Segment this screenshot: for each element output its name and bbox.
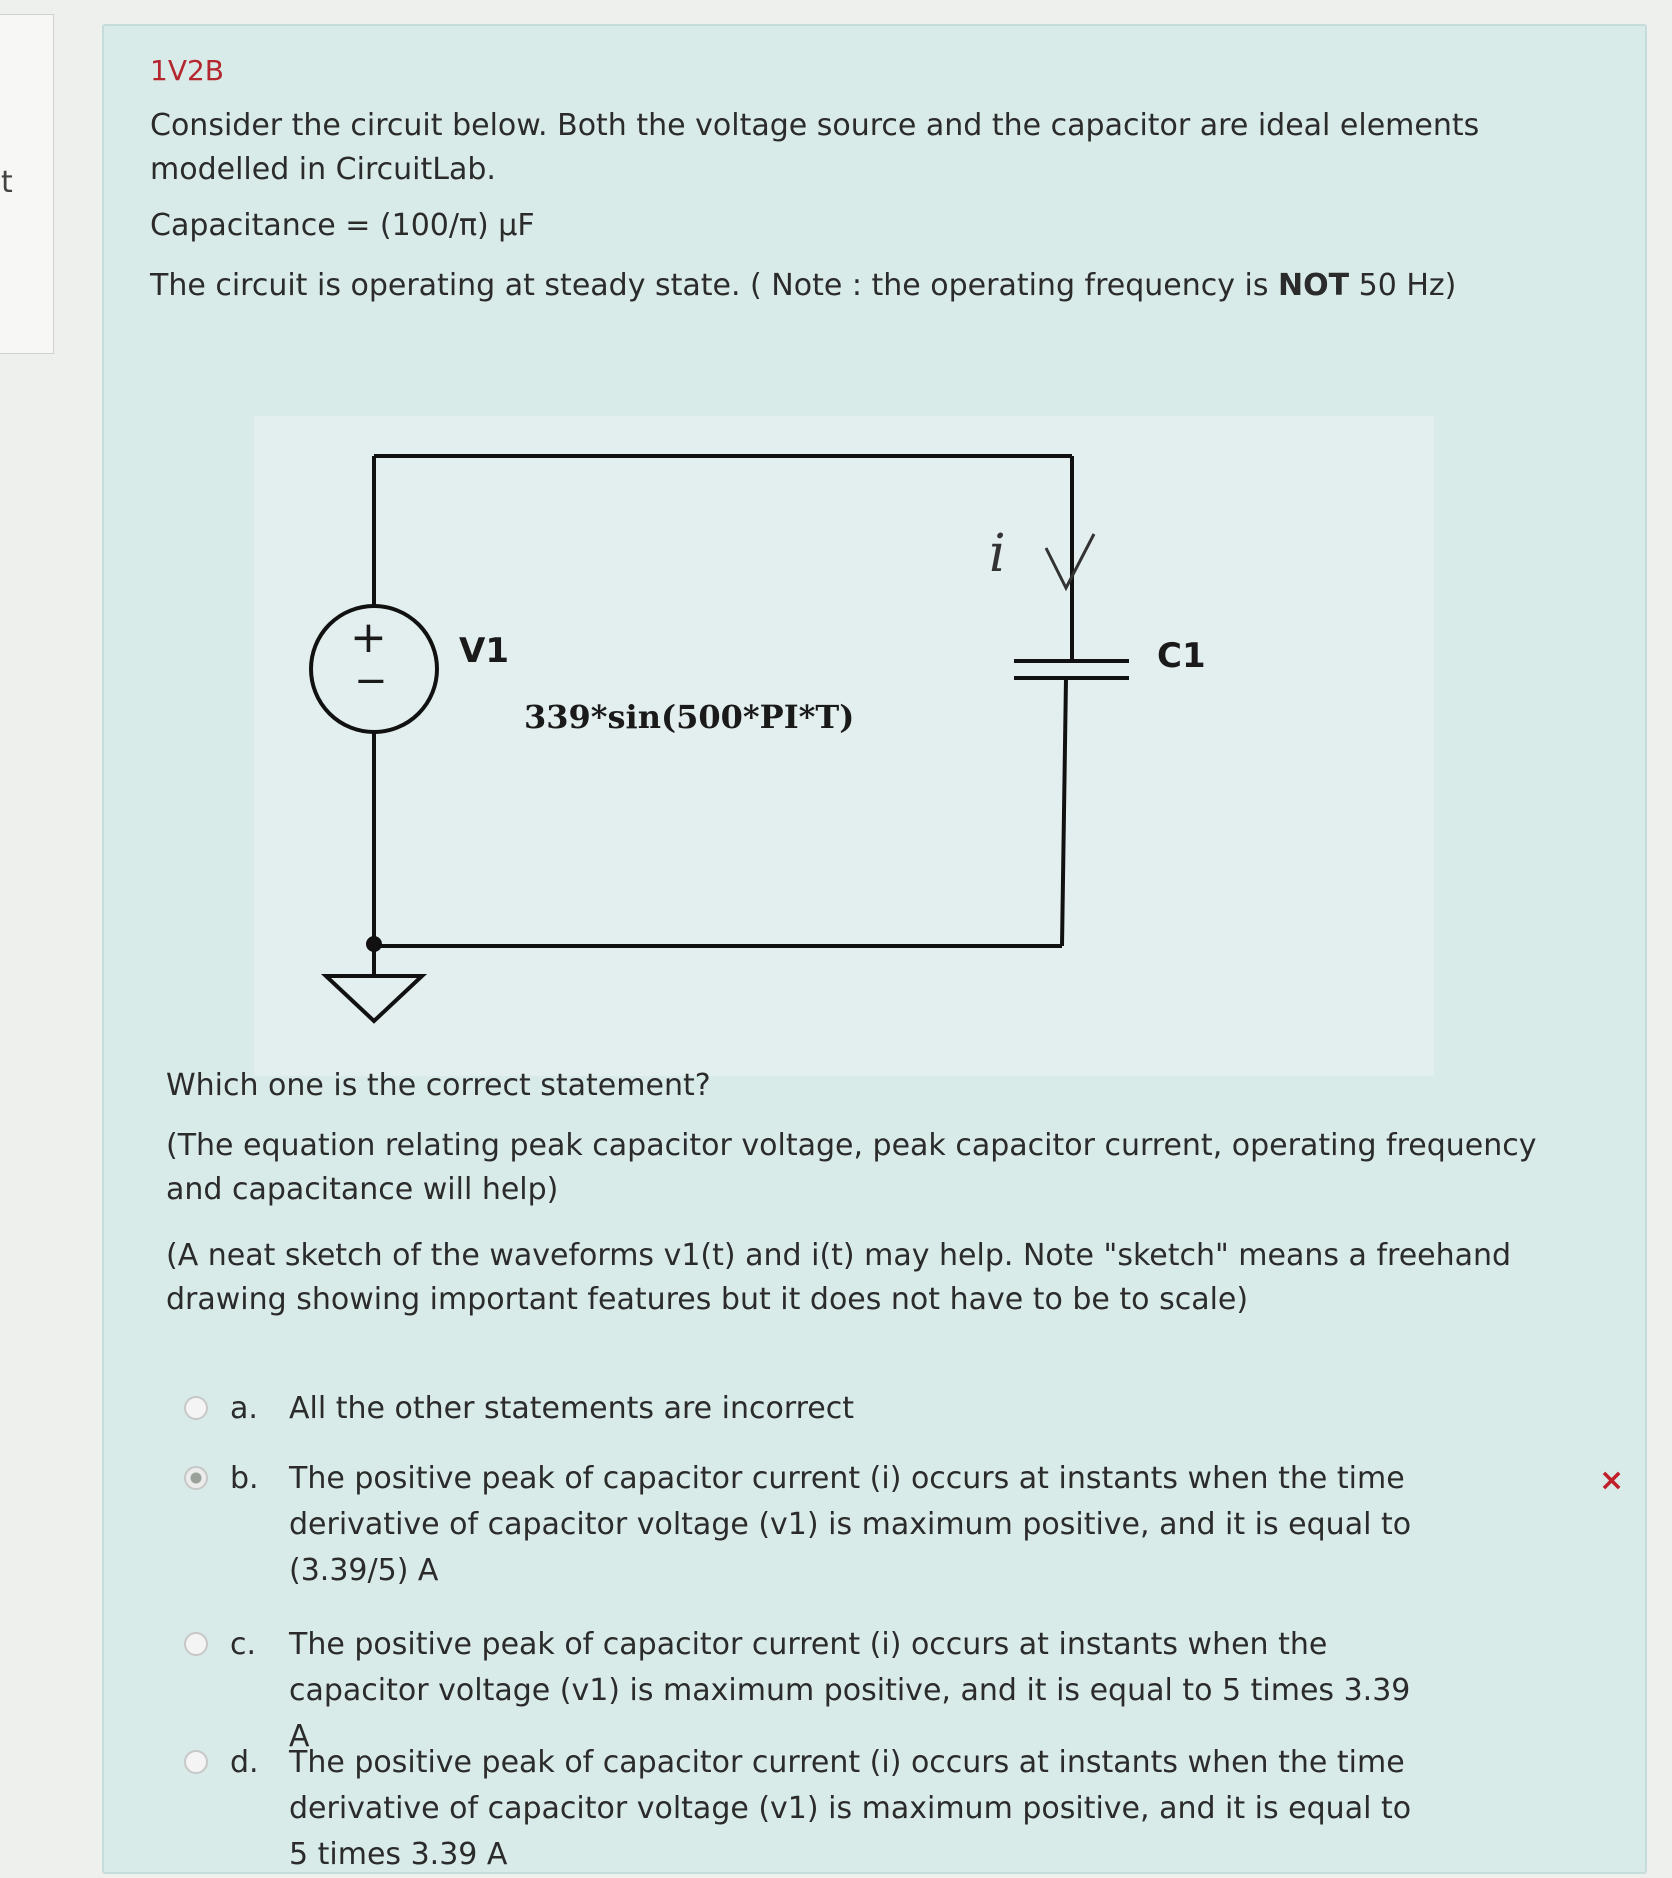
question-hint-equation: (The equation relating peak capacitor vo… [166, 1128, 1537, 1207]
option-text: The positive peak of capacitor current (… [289, 1745, 1412, 1872]
radio-button-c[interactable] [184, 1632, 208, 1656]
option-text: The positive peak of capacitor current (… [289, 1461, 1412, 1588]
wire-right-lower [1060, 677, 1068, 947]
source-plus-sign: + [350, 612, 387, 663]
radio-button-b[interactable] [184, 1466, 208, 1490]
steady-state-emphasis: NOT [1278, 268, 1350, 303]
capacitor-name-label: C1 [1157, 636, 1206, 676]
option-letter: d. [230, 1745, 259, 1780]
circuit-schematic [309, 454, 1129, 1024]
steady-state-note: The circuit is operating at steady state… [150, 264, 1610, 308]
source-name-label: V1 [459, 631, 509, 671]
question-prompt: Which one is the correct statement? [166, 1068, 711, 1103]
source-minus-sign: − [354, 658, 388, 704]
steady-state-suffix: 50 Hz) [1349, 268, 1457, 303]
option-letter: a. [230, 1391, 258, 1426]
current-direction-arrow [1044, 533, 1096, 592]
option-letter: c. [230, 1627, 257, 1662]
radio-button-a[interactable] [184, 1396, 208, 1420]
current-label: i [989, 524, 1006, 584]
capacitance-statement: Capacitance = (100/π) μF [150, 208, 535, 243]
option-letter: b. [230, 1461, 259, 1496]
question-panel: 1V2B Consider the circuit below. Both th… [102, 24, 1647, 1874]
option-text: The positive peak of capacitor current (… [289, 1627, 1411, 1754]
question-intro: Consider the circuit below. Both the vol… [150, 108, 1480, 187]
source-expression-label: 339*sin(500*PI*T) [524, 698, 855, 736]
steady-state-prefix: The circuit is operating at steady state… [150, 268, 1279, 303]
radio-button-d[interactable] [184, 1750, 208, 1774]
nav-fragment-text: t [1, 165, 13, 200]
option-text: All the other statements are incorrect [289, 1391, 855, 1426]
ground-symbol [320, 974, 428, 1024]
circuit-diagram: + − V1 339*sin(500*PI*T) C1 i [254, 416, 1434, 1076]
question-hint-sketch: (A neat sketch of the waveforms v1(t) an… [166, 1238, 1512, 1317]
previous-question-card[interactable]: t [0, 14, 54, 354]
incorrect-icon: × [1599, 1463, 1625, 1498]
question-number: 1V2B [150, 54, 224, 87]
